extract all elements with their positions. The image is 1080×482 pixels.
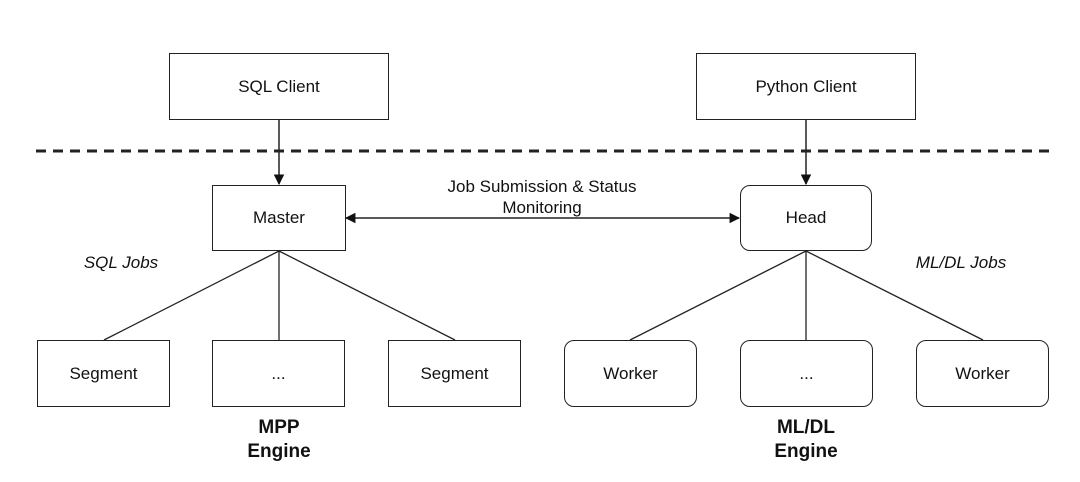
sql-client-node: SQL Client <box>169 53 389 120</box>
worker-node-left: Worker <box>564 340 697 407</box>
connection-label: Job Submission & Status Monitoring <box>400 176 684 218</box>
mpp-engine-label: MPP Engine <box>214 416 344 464</box>
mpp-engine-line1: MPP <box>258 417 300 438</box>
segment-node-left: Segment <box>37 340 170 407</box>
master-label: Master <box>253 208 305 227</box>
sql-client-label: SQL Client <box>238 76 320 96</box>
mldl-engine-label: ML/DL Engine <box>741 416 871 464</box>
python-client-label: Python Client <box>755 76 857 96</box>
edge-head-worker-right <box>805 250 984 341</box>
segment-label-middle: ... <box>271 363 286 383</box>
mldl-jobs-label: ML/DL Jobs <box>915 253 1007 272</box>
edge-head-worker-left <box>629 250 807 341</box>
segment-node-middle: ... <box>212 340 345 407</box>
edge-master-segment-left <box>103 250 280 341</box>
worker-label-right: Worker <box>955 363 1010 383</box>
segment-label-left: Segment <box>69 363 138 383</box>
connection-label-line1: Job Submission & Status <box>447 177 637 196</box>
segment-label-right: Segment <box>420 363 489 383</box>
master-node: Master <box>212 185 346 251</box>
mldl-engine-line1: ML/DL <box>776 417 836 438</box>
sql-jobs-label: SQL Jobs <box>83 253 159 272</box>
connection-label-line2: Monitoring <box>502 198 582 217</box>
python-client-node: Python Client <box>696 53 916 120</box>
worker-node-right: Worker <box>916 340 1049 407</box>
mpp-engine-line2: Engine <box>247 441 311 462</box>
worker-label-left: Worker <box>603 363 658 383</box>
edge-master-segment-right <box>278 250 456 341</box>
head-label: Head <box>785 208 827 227</box>
head-node: Head <box>740 185 872 251</box>
segment-node-right: Segment <box>388 340 521 407</box>
worker-node-middle: ... <box>740 340 873 407</box>
mldl-engine-line2: Engine <box>774 441 838 462</box>
worker-label-middle: ... <box>799 363 814 383</box>
